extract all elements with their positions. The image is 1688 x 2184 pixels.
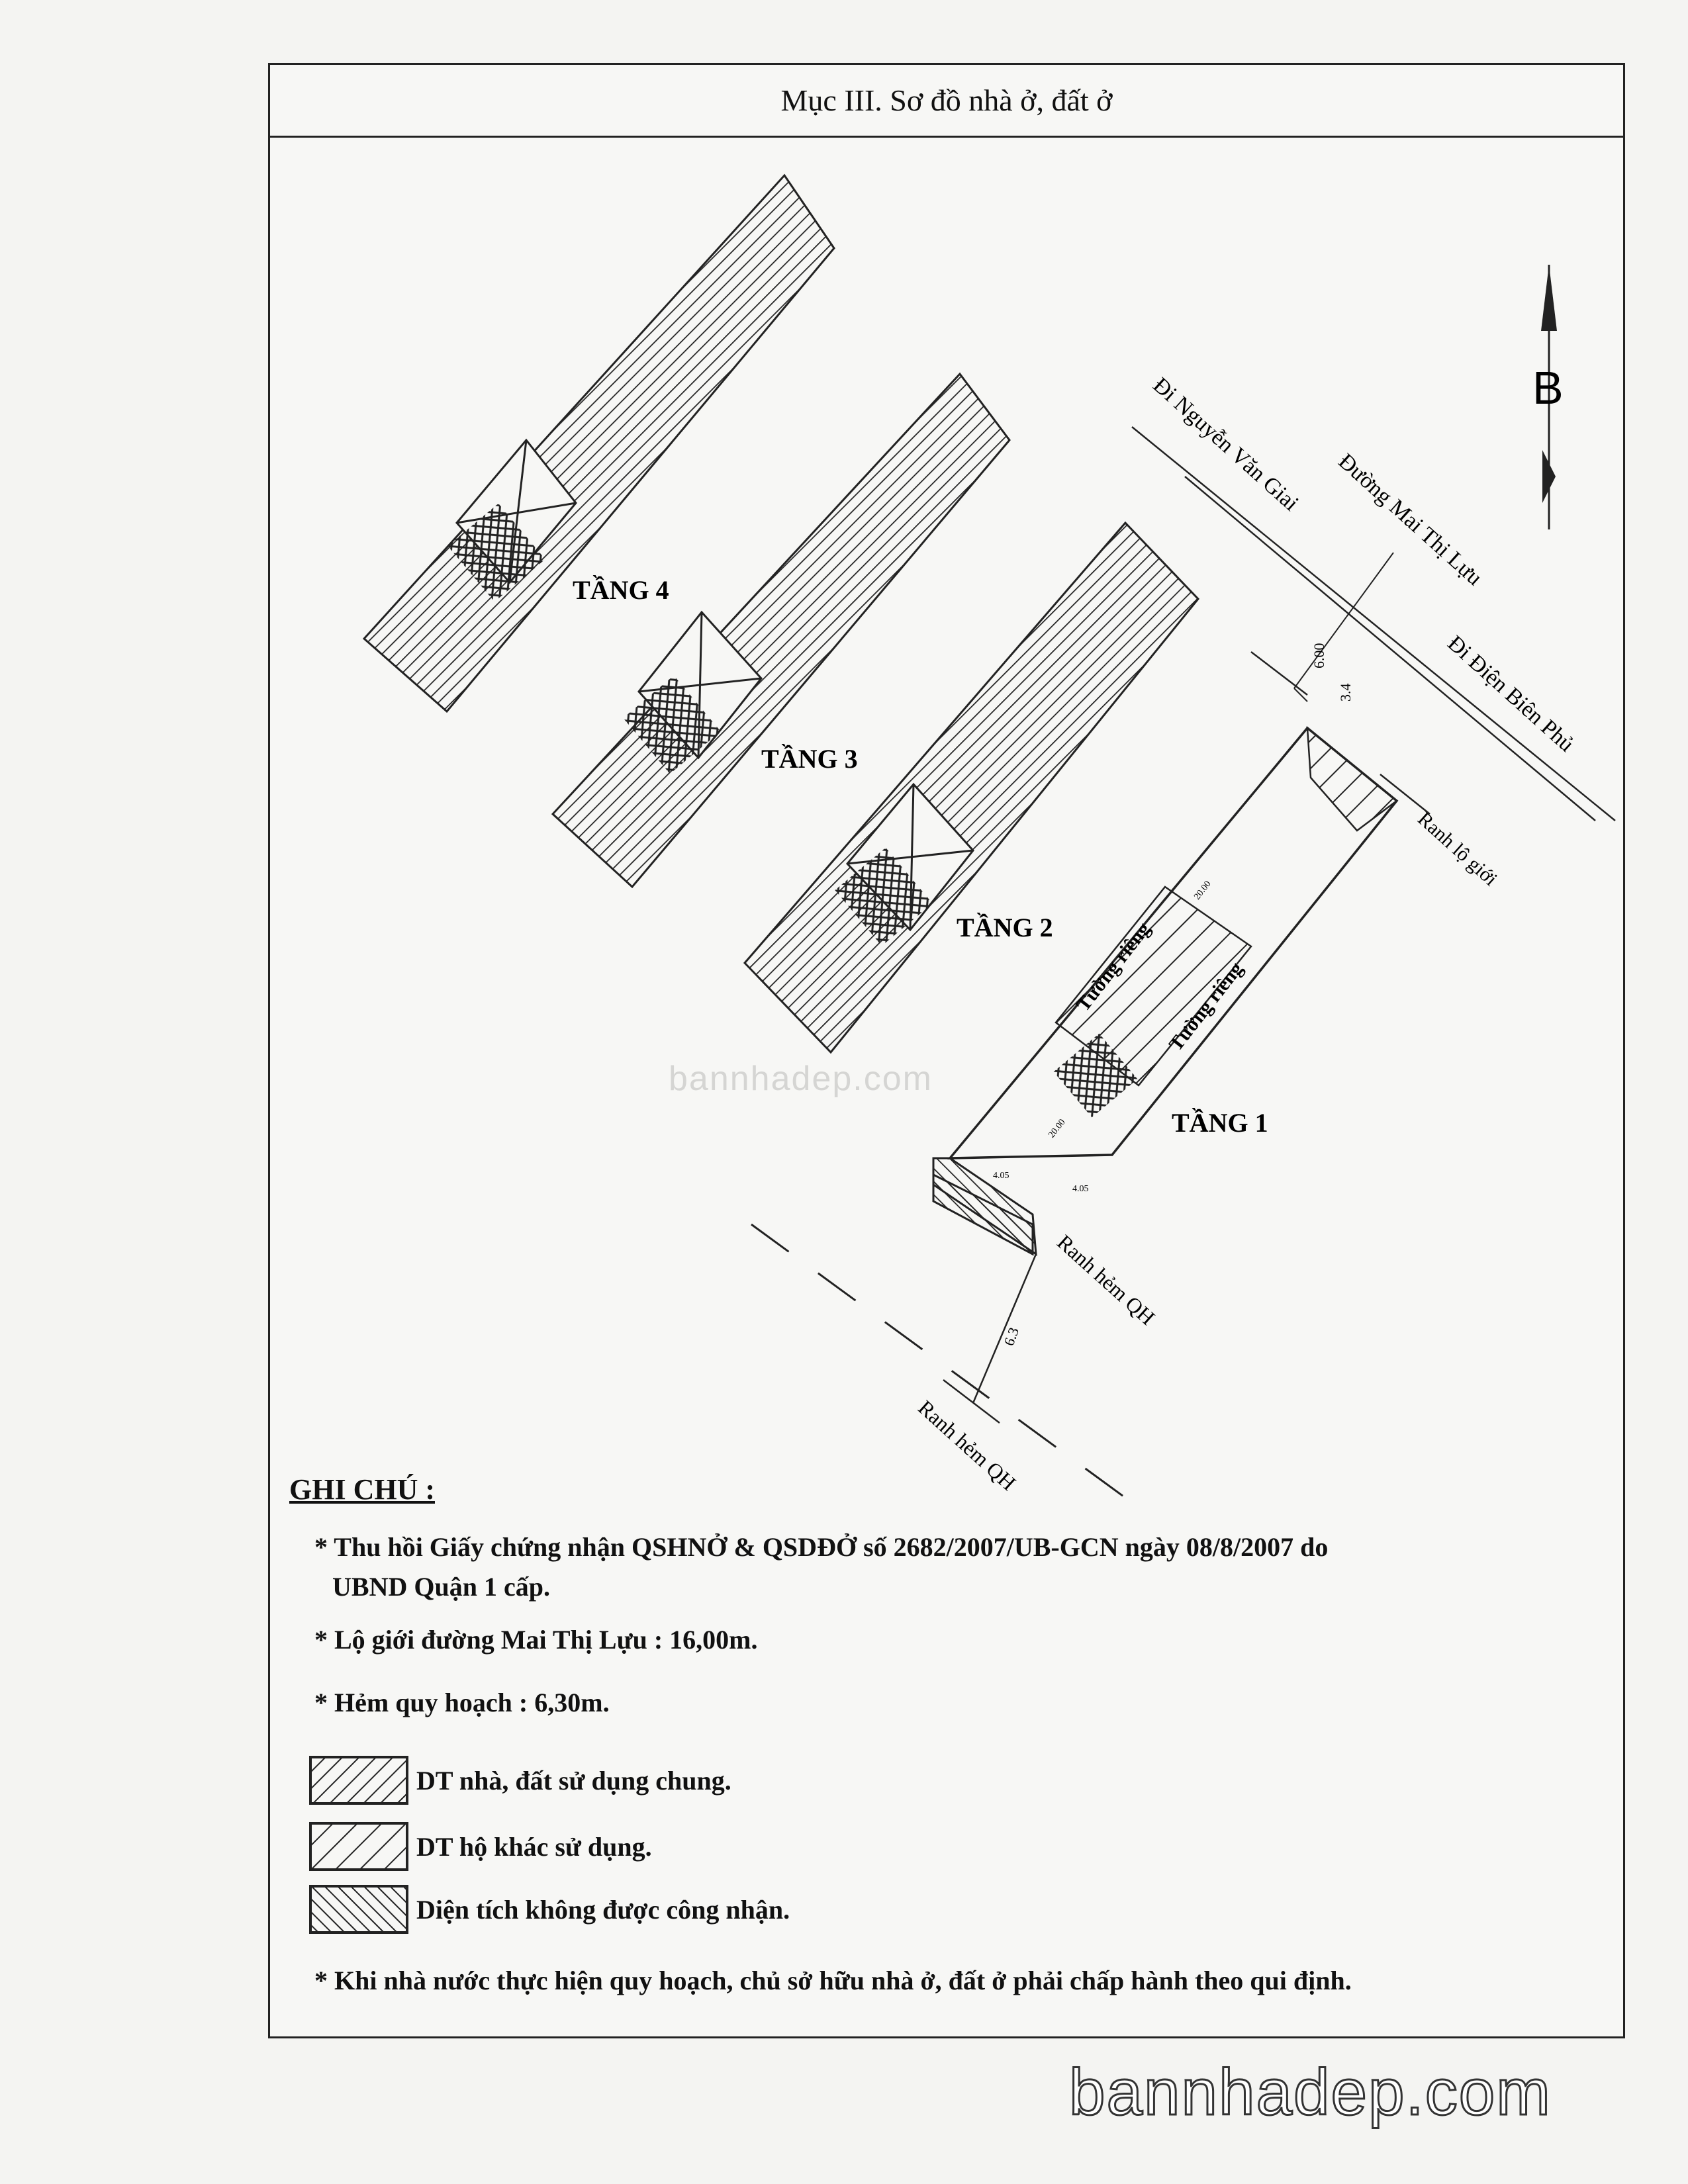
legend-item-common-area: DT nhà, đất sử dụng chung. (309, 1754, 731, 1807)
alley-label: Ranh hẻm QH (914, 1395, 1020, 1494)
dimension-label: 4.05 (1072, 1184, 1089, 1194)
legend-item-unrecognized-area: Diện tích không được công nhận. (309, 1883, 790, 1936)
north-label: B (1532, 362, 1564, 414)
floor-4-plan: TẦNG 4 (362, 173, 835, 713)
floor-label: TẦNG 3 (761, 744, 858, 774)
road-label-mai-thi-luu: Đường Mai Thị Lựu (1334, 449, 1487, 590)
note-item: * Hẻm quy hoạch : 6,30m. (314, 1688, 610, 1717)
legend-item-other-household: DT hộ khác sử dụng. (309, 1820, 652, 1873)
floor-label: TẦNG 4 (573, 575, 669, 605)
boundary-label: Ranh lộ giới (1413, 808, 1501, 890)
floor-3-plan: TẦNG 3 (551, 372, 1011, 889)
notes-heading: GHI CHÚ : (289, 1473, 435, 1506)
legend-swatch-icon (309, 1885, 408, 1934)
road-label-dien-bien-phu: Đi Điện Biên Phủ (1443, 631, 1579, 756)
legend-label: Diện tích không được công nhận. (416, 1894, 790, 1925)
floor-label: TẦNG 1 (1172, 1108, 1268, 1138)
legend-swatch-icon (309, 1822, 408, 1871)
note-item: * Lộ giới đường Mai Thị Lựu : 16,00m. (314, 1625, 758, 1655)
note-item: UBND Quận 1 cấp. (332, 1572, 550, 1602)
floor-2-plan: TẦNG 2 (743, 521, 1199, 1054)
alley-label: Ranh hẻm QH (1053, 1230, 1159, 1329)
legend-label: DT nhà, đất sử dụng chung. (416, 1765, 731, 1796)
legend-label: DT hộ khác sử dụng. (416, 1831, 652, 1862)
dimension-label: 4.05 (993, 1171, 1009, 1181)
watermark-text: bannhadep.com (669, 1060, 933, 1098)
section-header: Mục III. Sơ đồ nhà ở, đất ở (270, 65, 1623, 138)
note-item: * Thu hồi Giấy chứng nhận QSHNỞ & QSDĐỞ … (314, 1532, 1329, 1562)
north-arrow: B (1532, 265, 1564, 529)
dimension-label: 6.3 (1000, 1325, 1022, 1347)
dimension-label: 3.4 (1337, 684, 1354, 702)
watermark-footer: bannhadep.com (1068, 2055, 1552, 2130)
final-note: * Khi nhà nước thực hiện quy hoạch, chủ … (314, 1966, 1352, 1995)
road-label-nguyen-van-giai: Đi Nguyễn Văn Giai (1149, 373, 1303, 516)
page-title: Mục III. Sơ đồ nhà ở, đất ở (780, 83, 1113, 117)
dimension-label: 6.00 (1311, 643, 1327, 669)
floor-label: TẦNG 2 (957, 913, 1053, 942)
legend-swatch-icon (309, 1756, 408, 1805)
floor-1-plan: TẦNG 1 Tường riêng Tường riêng 20.00 20.… (932, 726, 1399, 1257)
alley-lines: Ranh hẻm QH Ranh hẻm QH 6.3 (751, 1223, 1160, 1514)
